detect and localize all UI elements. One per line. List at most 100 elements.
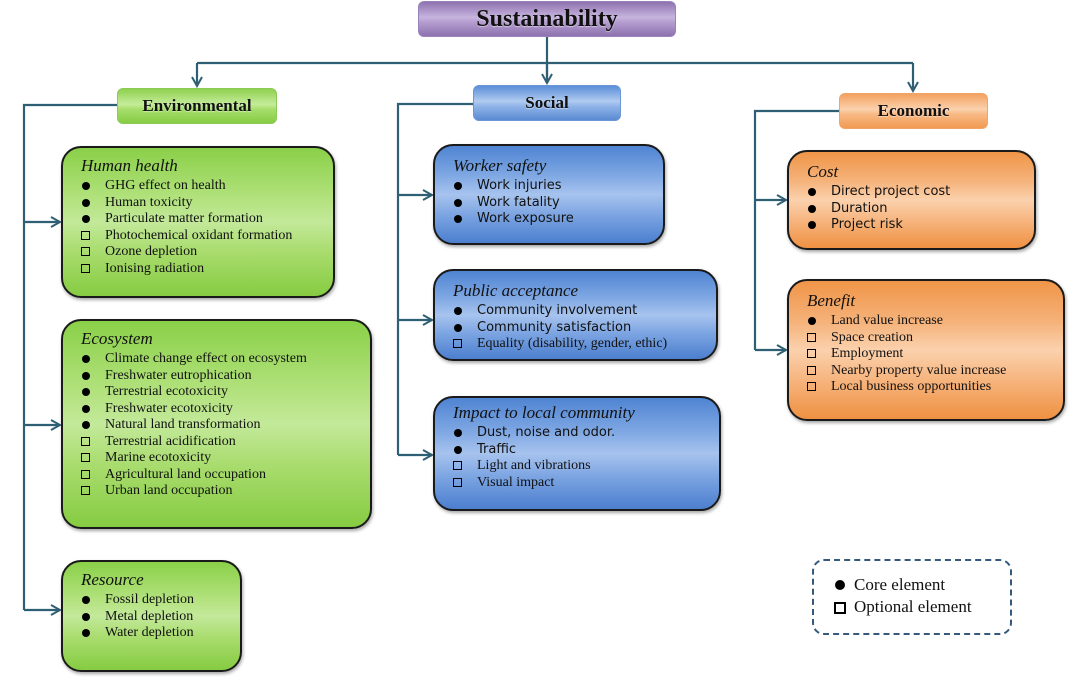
indicator-label: Work exposure (477, 211, 574, 226)
list-item: Work fatality (453, 195, 653, 212)
bullet-dot-icon (453, 180, 471, 192)
group-title: Benefit (807, 291, 856, 310)
legend-core-label: Core element (854, 575, 946, 594)
list-item: Photochemical oxidant formation (81, 228, 323, 245)
legend: Core element Optional element (812, 559, 1012, 635)
indicator-label: Urban land occupation (105, 483, 233, 498)
indicator-label: Duration (831, 200, 888, 216)
checkbox-square-icon (807, 348, 825, 360)
list-item: Nearby property value increase (807, 363, 1053, 380)
list-item: Climate change effect on ecosystem (81, 351, 360, 368)
indicator-label: Dust, noise and odor. (477, 425, 616, 440)
indicator-label: Terrestrial acidification (105, 433, 236, 449)
checkbox-square-icon (81, 230, 99, 242)
indicator-label: Space creation (831, 329, 914, 345)
list-item: Local business opportunities (807, 379, 1053, 396)
checkbox-square-icon (807, 332, 825, 344)
list-item: Terrestrial acidification (81, 434, 360, 451)
list-item: Equality (disability, gender, ethic) (453, 336, 706, 353)
bullet-dot-icon (453, 213, 471, 225)
category-label: Environmental (142, 96, 252, 115)
legend-optional-label: Optional element (854, 597, 972, 616)
checkbox-square-icon (81, 485, 99, 497)
bullet-dot-icon (807, 186, 825, 198)
indicator-label: Fossil depletion (105, 592, 195, 607)
group-title: Ecosystem (81, 329, 153, 348)
checkbox-square-icon (81, 263, 99, 275)
group-title: Human health (81, 156, 178, 175)
indicator-label: Freshwater eutrophication (105, 367, 252, 383)
list-item: Fossil depletion (81, 592, 230, 609)
bullet-dot-icon (834, 579, 852, 591)
indicator-label: Ozone depletion (105, 244, 198, 259)
indicator-label: Equality (disability, gender, ethic) (477, 336, 668, 351)
checkbox-square-icon (81, 469, 99, 481)
group-title: Impact to local community (453, 403, 635, 422)
list-item: Duration (807, 201, 1024, 218)
list-item: Employment (807, 346, 1053, 363)
list-item: Work injuries (453, 178, 653, 195)
list-item: Traffic (453, 442, 709, 459)
group-title: Public acceptance (453, 281, 579, 300)
bullet-dot-icon (81, 386, 99, 398)
bullet-dot-icon (453, 444, 471, 456)
indicator-label: Light and vibrations (477, 458, 591, 473)
list-item: Direct project cost (807, 184, 1024, 201)
indicator-label: Marine ecotoxicity (105, 450, 212, 465)
checkbox-square-icon (453, 460, 471, 472)
bullet-dot-icon (453, 197, 471, 209)
indicator-label: Local business opportunities (831, 379, 992, 394)
list-item: Land value increase (807, 313, 1053, 330)
group-title: Cost (807, 162, 839, 181)
list-item: Space creation (807, 330, 1053, 347)
list-item: Marine ecotoxicity (81, 450, 360, 467)
category-environmental: Environmental (117, 88, 277, 124)
list-item: Light and vibrations (453, 458, 709, 475)
category-economic: Economic (839, 93, 988, 129)
list-item: Freshwater ecotoxicity (81, 401, 360, 418)
indicator-label: Visual impact (477, 474, 555, 490)
list-item: Natural land transformation (81, 417, 360, 434)
indicator-label: Human toxicity (105, 194, 193, 210)
category-label: Economic (877, 101, 950, 120)
bullet-dot-icon (453, 427, 471, 439)
indicator-label: Agricultural land occupation (105, 466, 266, 482)
root-node-sustainability: Sustainability (418, 1, 676, 37)
checkbox-square-icon (81, 452, 99, 464)
indicator-label: Photochemical oxidant formation (105, 227, 293, 243)
bullet-dot-icon (81, 419, 99, 431)
bullet-dot-icon (81, 627, 99, 639)
indicator-label: Nearby property value increase (831, 362, 1007, 378)
list-item: Dust, noise and odor. (453, 425, 709, 442)
list-item: Urban land occupation (81, 483, 360, 500)
list-item: Particulate matter formation (81, 211, 323, 228)
list-item: Water depletion (81, 625, 230, 642)
list-item: Work exposure (453, 211, 653, 228)
bullet-dot-icon (807, 203, 825, 215)
list-item: GHG effect on health (81, 178, 323, 195)
list-item: Agricultural land occupation (81, 467, 360, 484)
indicator-label: Community satisfaction (477, 319, 632, 335)
indicator-label: Land value increase (831, 313, 943, 328)
indicator-label: Employment (831, 346, 904, 361)
category-label: Social (525, 93, 569, 112)
bullet-dot-icon (81, 403, 99, 415)
checkbox-square-icon (807, 365, 825, 377)
list-item: Terrestrial ecotoxicity (81, 384, 360, 401)
bullet-dot-icon (453, 322, 471, 334)
indicator-label: Natural land transformation (105, 417, 261, 432)
indicator-label: Terrestrial ecotoxicity (105, 384, 229, 399)
indicator-label: Direct project cost (831, 184, 951, 199)
indicator-label: Project risk (831, 217, 903, 232)
bullet-dot-icon (81, 370, 99, 382)
